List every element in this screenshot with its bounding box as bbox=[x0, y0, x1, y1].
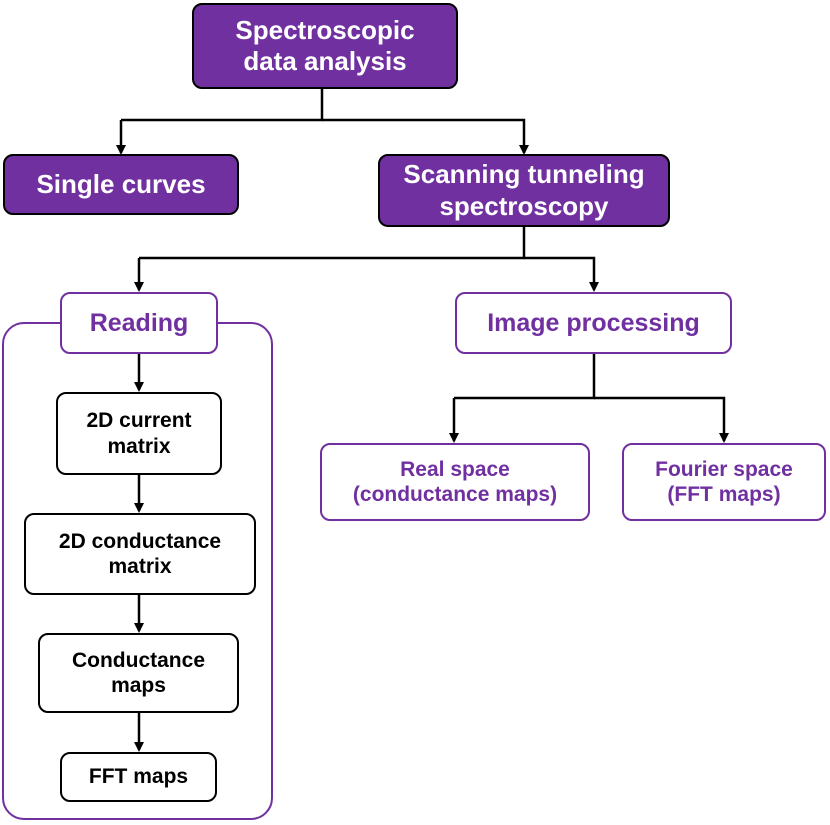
fourier-space-node: Fourier space (FFT maps) bbox=[622, 443, 826, 521]
reading-node: Reading bbox=[60, 292, 218, 354]
connector-image-processing-to-fourier-space bbox=[594, 396, 729, 443]
conductance-maps-node: Conductance maps bbox=[38, 633, 239, 713]
connector-sts-to-image-processing bbox=[524, 256, 599, 292]
connector-root-to-children bbox=[121, 88, 324, 122]
connector-sts-to-children bbox=[139, 226, 526, 260]
sts-node: Scanning tunneling spectroscopy bbox=[378, 154, 670, 227]
connector-root-to-sts bbox=[322, 118, 529, 155]
root-node: Spectroscopic data analysis bbox=[192, 3, 458, 89]
conductance-matrix-node: 2D conductance matrix bbox=[24, 513, 256, 595]
connector-image-processing-to-children bbox=[454, 354, 596, 400]
fft-maps-node: FFT maps bbox=[60, 752, 217, 802]
image-processing-node: Image processing bbox=[455, 292, 732, 354]
real-space-node: Real space (conductance maps) bbox=[320, 443, 590, 521]
single-curves-node: Single curves bbox=[3, 154, 239, 215]
current-matrix-node: 2D current matrix bbox=[56, 392, 222, 475]
